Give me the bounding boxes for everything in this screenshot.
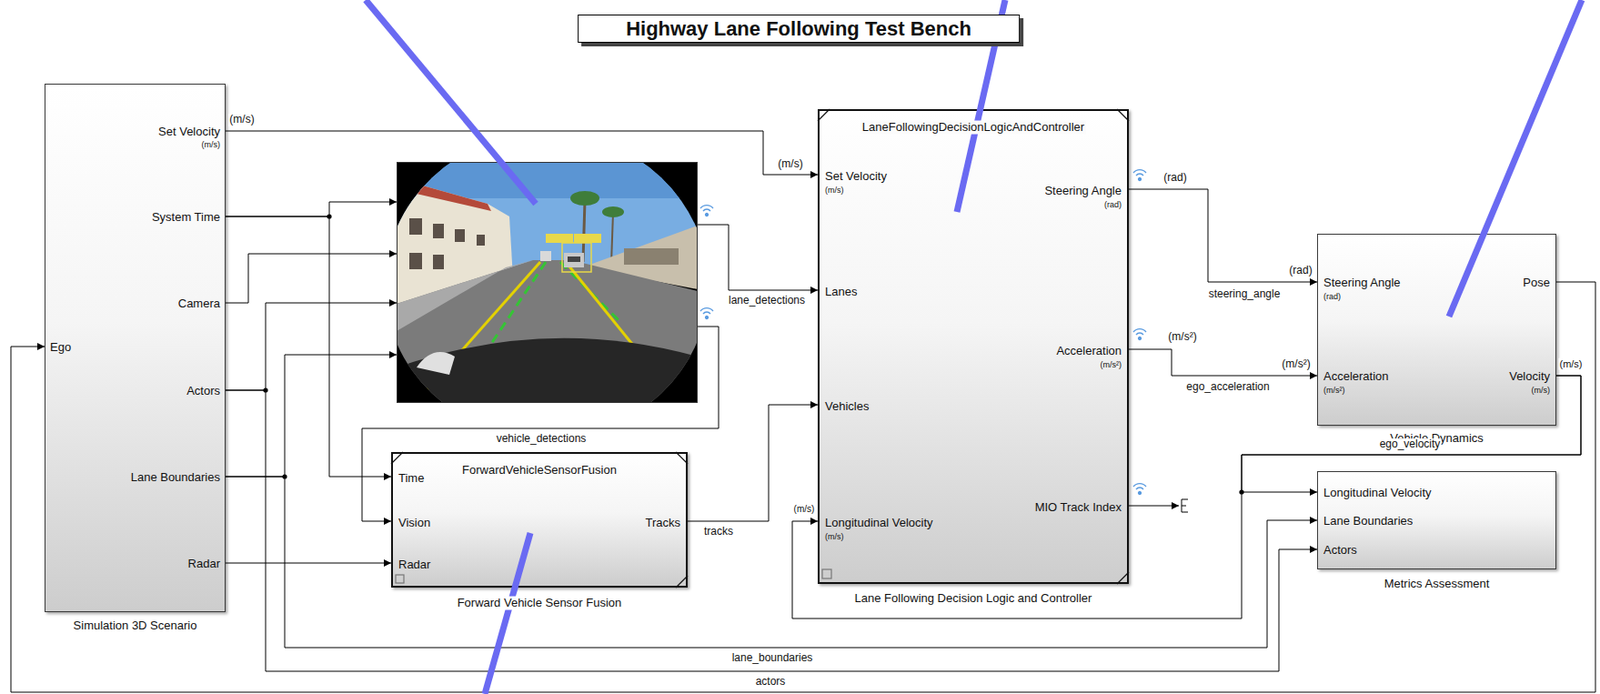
- subsystem-name: ForwardVehicleSensorFusion: [460, 463, 619, 478]
- subsystem-block: Forward Vehicle Sensor FusionForwardVehi…: [391, 452, 688, 588]
- port-label: Ego: [50, 341, 71, 355]
- diagram-title: Highway Lane Following Test Bench: [577, 14, 1020, 43]
- port-label: Lanes: [825, 285, 857, 300]
- signal-name: lane_detections: [727, 294, 806, 308]
- signal-line: [225, 253, 397, 303]
- signal-line: [225, 130, 818, 175]
- subsystem-block: Lane Following Decision Logic and Contro…: [817, 109, 1129, 584]
- signal-line: [1128, 349, 1318, 376]
- port-label: Acceleration: [1056, 344, 1122, 359]
- port-label: Set Velocity: [825, 170, 887, 184]
- port-label: Actors: [1323, 543, 1358, 558]
- camera-view-illustration: [396, 161, 698, 403]
- port-label: Vision: [398, 516, 431, 531]
- signal-name: actors: [754, 675, 787, 689]
- signal-line: [1128, 189, 1318, 282]
- port-label: Steering Angle: [1044, 184, 1122, 199]
- port-label: Steering Angle: [1323, 276, 1401, 291]
- port-label: Lane Boundaries: [1323, 514, 1413, 529]
- signal-name: lane_boundaries: [731, 652, 815, 665]
- port-label: Set Velocity: [158, 125, 221, 140]
- unit-label: (m/s): [1558, 358, 1583, 371]
- port-label: MIO Track Index: [1035, 501, 1122, 515]
- signal-line: [225, 216, 392, 477]
- unit-label: (m/s²): [1280, 358, 1311, 372]
- block-label: Metrics Assessment: [1382, 577, 1492, 592]
- unit-label: (m/s²): [1100, 360, 1123, 370]
- signal-name: vehicle_detections: [495, 432, 588, 446]
- port-label: Longitudinal Velocity: [1323, 486, 1432, 501]
- port-label: Camera: [178, 297, 221, 312]
- unit-label: (m/s): [793, 503, 816, 515]
- port-label: Velocity: [1509, 370, 1550, 384]
- subsystem-corner-marks: [391, 109, 1129, 588]
- port-label: Pose: [1522, 276, 1550, 291]
- camera-detector-block: [396, 161, 698, 403]
- unit-label: (rad): [1162, 171, 1188, 185]
- unit-label: (m/s): [228, 113, 255, 127]
- unit-label: (m/s): [776, 158, 804, 172]
- callout-pointer-lines: [365, 0, 1582, 694]
- port-label: Lane Boundaries: [130, 471, 221, 485]
- scenario-block: Simulation 3D ScenarioSet Velocity(m/s)S…: [44, 83, 226, 613]
- signal-name: ego_velocity: [1378, 438, 1442, 452]
- signal-line: [225, 302, 397, 391]
- block-label: Simulation 3D Scenario: [71, 619, 200, 634]
- port-label: Tracks: [644, 516, 681, 531]
- port-label: Actors: [186, 384, 221, 399]
- unit-label: (rad): [1288, 264, 1313, 278]
- terminator-symbol: [1128, 499, 1188, 513]
- dynamics-block: Vehicle DynamicsSteering Angle(rad)Accel…: [1317, 233, 1557, 426]
- signal-line: [225, 563, 392, 564]
- unit-label: (m/s): [825, 532, 845, 542]
- signal-name: ego_acceleration: [1185, 381, 1270, 394]
- port-label: Vehicles: [825, 400, 869, 414]
- unit-label: (rad): [1104, 200, 1122, 210]
- signal-line: [225, 476, 1318, 648]
- metrics-block: Metrics AssessmentLongitudinal VelocityL…: [1317, 471, 1557, 570]
- unit-label: (m/s): [201, 140, 222, 150]
- subsystem-name: LaneFollowingDecisionLogicAndController: [860, 120, 1087, 135]
- port-label: Acceleration: [1323, 370, 1389, 384]
- unit-label: (m/s²): [1167, 331, 1198, 344]
- port-label: System Time: [151, 211, 221, 225]
- port-label: Radar: [398, 558, 431, 573]
- port-label: Longitudinal Velocity: [825, 516, 934, 531]
- block-label: Forward Vehicle Sensor Fusion: [455, 596, 624, 611]
- signal-name: tracks: [703, 525, 735, 539]
- unit-label: (m/s²): [1323, 385, 1346, 395]
- signal-line: [225, 354, 397, 477]
- signal-name: steering_angle: [1207, 288, 1282, 302]
- signal-line: [225, 201, 397, 217]
- port-label: Time: [398, 472, 424, 486]
- signal-line: [225, 390, 1318, 672]
- signal-line: [697, 224, 818, 291]
- port-label: Radar: [188, 557, 221, 572]
- signal-line: [687, 404, 818, 522]
- unit-label: (rad): [1323, 291, 1341, 302]
- unit-label: (m/s): [1531, 385, 1551, 395]
- block-label: Lane Following Decision Logic and Contro…: [853, 592, 1095, 606]
- unit-label: (m/s): [825, 185, 845, 195]
